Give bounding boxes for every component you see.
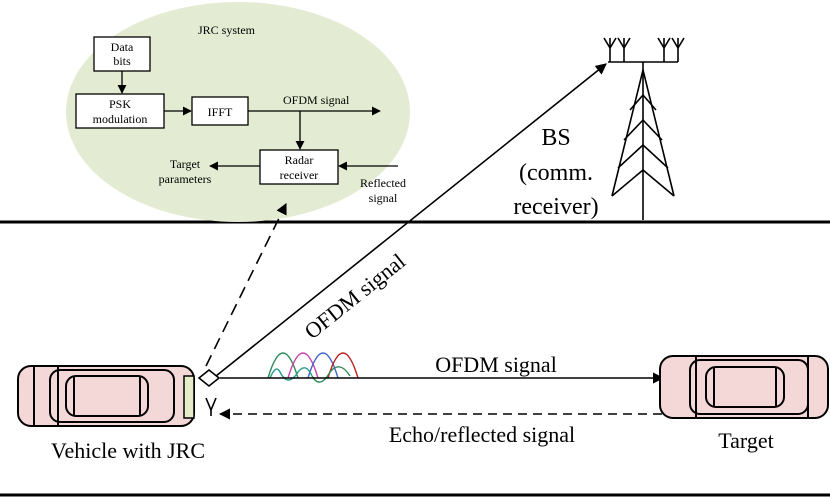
data-bits-label-2: bits bbox=[113, 54, 131, 68]
reflected-label: Reflected bbox=[360, 176, 406, 190]
target-params-label-2: parameters bbox=[159, 172, 212, 186]
jrc-dashed-link bbox=[205, 202, 287, 367]
base-station-tower bbox=[603, 37, 685, 220]
vehicle-label: Vehicle with JRC bbox=[51, 438, 205, 463]
uplink-arrow bbox=[215, 63, 607, 377]
ofdm-spectrum-icon bbox=[267, 352, 359, 383]
psk-label: PSK bbox=[109, 97, 131, 111]
vehicle-with-jrc bbox=[17, 365, 195, 427]
psk-label-2: modulation bbox=[93, 112, 148, 126]
ifft-label: IFFT bbox=[208, 105, 233, 119]
bs-label-2: (comm. bbox=[519, 160, 593, 186]
jrc-title: JRC system bbox=[198, 23, 256, 37]
data-bits-box bbox=[93, 36, 151, 72]
jrc-antenna-icon bbox=[197, 368, 221, 416]
target-params-label: Target bbox=[170, 157, 201, 171]
target-label: Target bbox=[718, 428, 773, 453]
jrc-system-block: JRC system Data bits PSK modulation IFFT… bbox=[66, 2, 410, 222]
echo-label: Echo/reflected signal bbox=[389, 422, 575, 447]
psk-box bbox=[75, 93, 165, 129]
reflected-label-2: signal bbox=[369, 191, 398, 205]
data-bits-label: Data bbox=[111, 40, 134, 54]
target-vehicle bbox=[659, 355, 829, 419]
bs-label: BS bbox=[541, 125, 570, 151]
bs-label-3: receiver) bbox=[513, 194, 598, 220]
ifft-box bbox=[191, 96, 249, 126]
radar-label-2: receiver bbox=[280, 168, 319, 182]
ofdm-signal-block-label: OFDM signal bbox=[283, 93, 350, 107]
radar-label: Radar bbox=[285, 153, 314, 167]
radar-receiver-box bbox=[259, 149, 339, 185]
forward-ofdm-label: OFDM signal bbox=[435, 352, 557, 377]
